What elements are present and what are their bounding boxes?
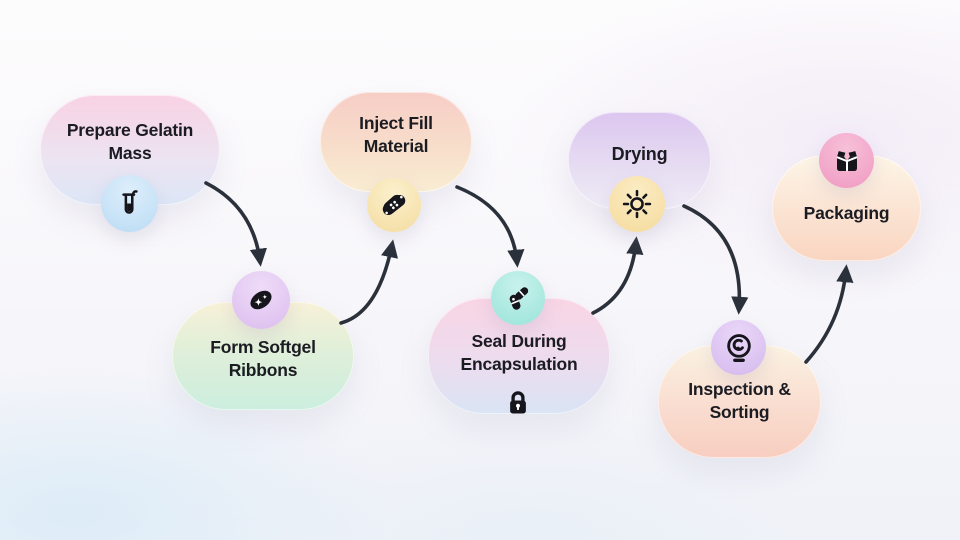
inspection-lens-icon [711,320,766,375]
step-label-text: Seal During Encapsulation [460,331,578,375]
step-label: Packaging [772,202,921,225]
step-label-text: Inspection & Sorting [688,379,791,423]
step-label: Inject Fill Material [320,112,472,159]
step-label-text: Inject Fill Material [359,113,433,157]
lock-icon [503,387,533,419]
sparkle-pill-icon [232,271,290,329]
step-label: Seal During Encapsulation [428,330,610,377]
step-label: Form Softgel Ribbons [172,336,354,383]
pills-icon [491,271,545,325]
arrow-1-2 [204,181,267,267]
arrow-2-3 [339,239,398,325]
test-tube-icon [101,175,158,232]
arrow-6-7 [804,264,854,364]
step-label: Inspection & Sorting [658,378,821,425]
arrow-4-5 [591,236,644,315]
step-label-text: Drying [611,144,668,164]
step-label-text: Form Softgel Ribbons [210,337,316,381]
step-label-text: Prepare Gelatin Mass [66,120,194,164]
step-label: Prepare Gelatin Mass [40,119,220,166]
package-box-icon [819,133,874,188]
arrow-3-4 [455,185,525,268]
step-label: Drying [568,143,711,167]
step-label-text: Packaging [803,203,890,223]
bandage-icon [367,178,421,232]
arrow-5-6 [682,204,749,315]
step-bubble-inject-fill-material [320,92,472,192]
sun-icon [609,176,665,232]
